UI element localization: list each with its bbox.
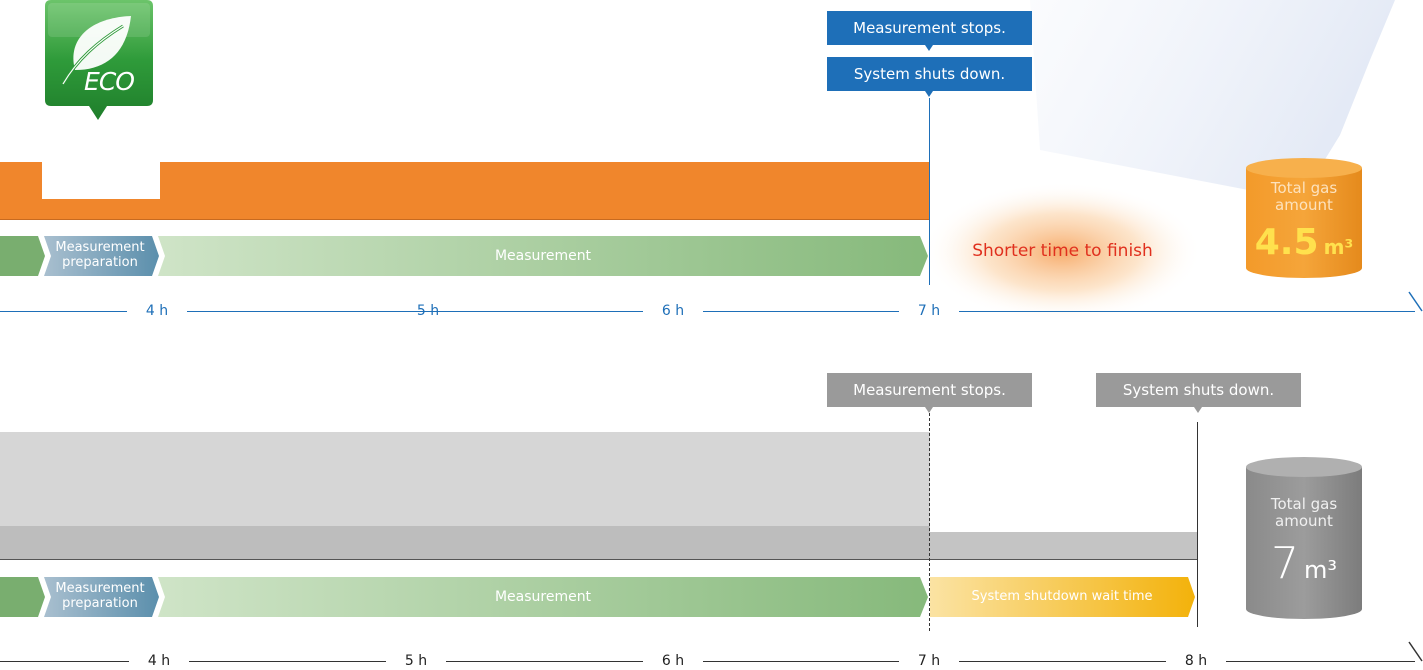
conv-prep-arrow bbox=[44, 577, 159, 617]
conv-wait-gas-bar bbox=[930, 532, 1198, 560]
conv-tick-8h: 8 h bbox=[1166, 652, 1226, 670]
eco-gas-bar-notch bbox=[42, 162, 160, 199]
eco-tick-5h: 5 h bbox=[416, 303, 440, 319]
conv-tick-6h: 6 h bbox=[643, 652, 703, 670]
eco-shorter-time-note: Shorter time to finish bbox=[972, 241, 1153, 261]
eco-text: ECO bbox=[84, 67, 135, 96]
eco-system-shuts-down-label: System shuts down. bbox=[827, 57, 1032, 91]
conv-gas-label-line1: Total gas bbox=[1270, 495, 1338, 513]
eco-gas-value: 4.5 bbox=[1254, 222, 1319, 263]
conv-wait-label: System shutdown wait time bbox=[971, 589, 1153, 604]
eco-leaf-icon bbox=[45, 0, 153, 120]
conv-measurement-stops-label: Measurement stops. bbox=[827, 373, 1032, 407]
eco-gas-label-line1: Total gas bbox=[1270, 179, 1338, 197]
conv-wait-arrow bbox=[930, 577, 1195, 617]
orange-glow bbox=[922, 182, 1202, 322]
conv-stop-pointer bbox=[925, 407, 933, 413]
conv-prep-label-line1: Measurement bbox=[55, 581, 145, 596]
conv-phase-arrows bbox=[0, 577, 1195, 617]
eco-measurement-label: Measurement bbox=[494, 248, 592, 264]
eco-shutdown-pointer bbox=[925, 91, 933, 97]
eco-previous-phase-arrow bbox=[0, 236, 45, 276]
eco-prep-label: Measurement preparation bbox=[44, 240, 156, 270]
eco-badge: ECO bbox=[45, 0, 153, 122]
eco-phase-arrows bbox=[0, 236, 928, 276]
conv-gas-amount: 7 m³ bbox=[1245, 538, 1363, 589]
eco-prep-label-line2: preparation bbox=[62, 255, 138, 270]
conv-axis-arrow-icon bbox=[1408, 641, 1423, 662]
light-beam bbox=[1030, 0, 1395, 200]
conv-shutdown-line bbox=[1197, 422, 1198, 627]
conv-gas-bar-lower bbox=[0, 526, 930, 560]
conv-previous-phase-arrow bbox=[0, 577, 45, 617]
conv-measurement-label: Measurement bbox=[494, 589, 592, 605]
eco-prep-label-line1: Measurement bbox=[55, 240, 145, 255]
eco-tick-7h: 7 h bbox=[899, 302, 959, 320]
eco-stop-line bbox=[929, 98, 930, 285]
eco-gas-label: Total gas amount bbox=[1245, 180, 1363, 214]
eco-tick-6h: 6 h bbox=[643, 302, 703, 320]
conv-system-shuts-down-label: System shuts down. bbox=[1096, 373, 1301, 407]
eco-bar-baseline bbox=[0, 219, 930, 220]
conv-gas-value: 7 bbox=[1270, 538, 1299, 589]
conv-prep-label-line2: preparation bbox=[62, 596, 138, 611]
eco-tick-4h: 4 h bbox=[127, 302, 187, 320]
conv-time-axis bbox=[0, 661, 1415, 662]
conv-tick-4h: 4 h bbox=[129, 652, 189, 670]
conv-shutdown-pointer bbox=[1194, 407, 1202, 413]
conv-gas-cylinder bbox=[1246, 457, 1362, 619]
conv-tick-7h: 7 h bbox=[899, 652, 959, 670]
eco-prep-arrow bbox=[44, 236, 159, 276]
conv-tick-5h: 5 h bbox=[386, 652, 446, 670]
conv-gas-unit: m³ bbox=[1304, 556, 1338, 584]
conv-gas-label-line2: amount bbox=[1275, 512, 1333, 530]
conv-prep-label: Measurement preparation bbox=[44, 581, 156, 611]
conv-bar-baseline bbox=[0, 559, 1198, 560]
eco-time-axis bbox=[0, 311, 1415, 312]
eco-measurement-stops-label: Measurement stops. bbox=[827, 11, 1032, 45]
eco-gas-label-line2: amount bbox=[1275, 196, 1333, 214]
eco-gas-unit: m³ bbox=[1323, 235, 1354, 259]
eco-gas-cylinder bbox=[1246, 158, 1362, 278]
eco-measurement-arrow bbox=[158, 236, 928, 276]
eco-axis-arrow-icon bbox=[1408, 291, 1423, 312]
eco-stop-pointer bbox=[925, 45, 933, 51]
conv-gas-label: Total gas amount bbox=[1245, 496, 1363, 530]
eco-gas-amount: 4.5 m³ bbox=[1245, 222, 1363, 263]
conv-measurement-arrow bbox=[158, 577, 928, 617]
conv-stop-line bbox=[929, 413, 930, 631]
